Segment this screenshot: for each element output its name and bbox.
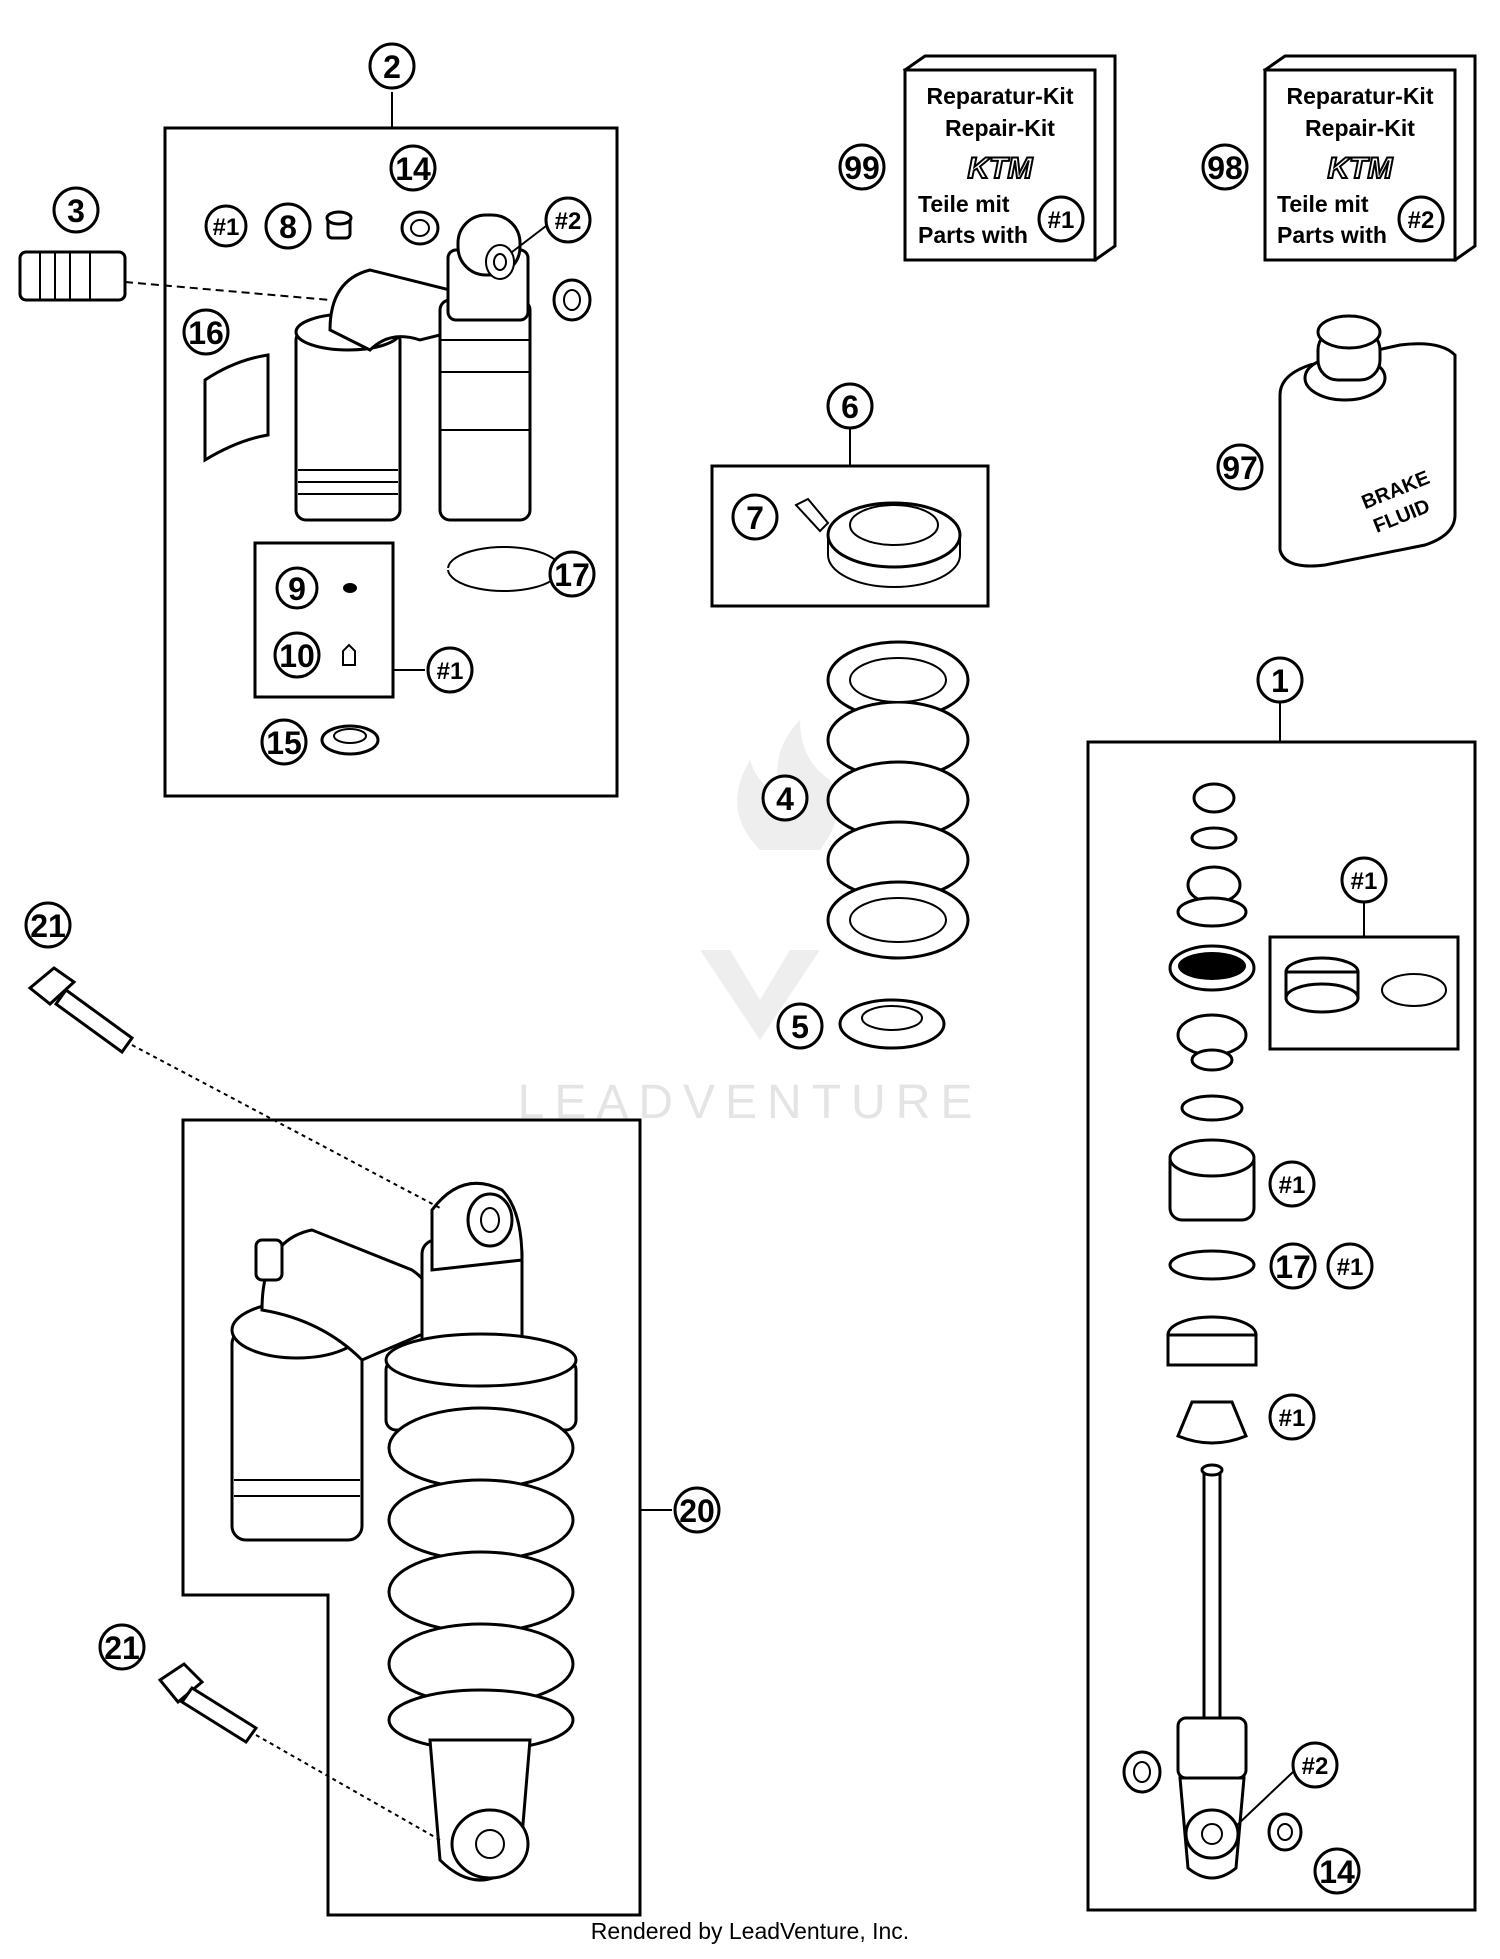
callout-7-circle bbox=[731, 493, 779, 541]
callout-9-circle bbox=[275, 566, 319, 610]
seal-15: 15 bbox=[260, 718, 380, 766]
callout-8: 8 bbox=[279, 209, 297, 245]
ring-17-top: 17 bbox=[447, 546, 596, 598]
svg-text:Repair-Kit: Repair-Kit bbox=[1305, 115, 1415, 141]
callout-6: 6 bbox=[841, 389, 859, 425]
ktm-logo: KTM bbox=[1328, 152, 1394, 185]
group-20-complete-shock: 20 bbox=[181, 1118, 721, 1917]
hash-1-bump: #1 bbox=[1279, 1405, 1306, 1432]
group-1-damper-rod-assembly: 1 #1 #1 17 #1 #1 bbox=[1086, 656, 1477, 1912]
callout-14a-circle bbox=[389, 144, 437, 192]
callout-21b-circle bbox=[98, 1623, 146, 1671]
svg-text:Parts with: Parts with bbox=[918, 222, 1028, 248]
brake-fluid-can-97: 97 BRAKE FLUID bbox=[1216, 314, 1457, 568]
hash-1-piston: #1 bbox=[1279, 1172, 1306, 1199]
callout-8-circle bbox=[264, 202, 312, 250]
svg-text:Teile mit: Teile mit bbox=[1277, 191, 1369, 217]
callout-5: 5 bbox=[791, 1009, 809, 1045]
hash-1-ring-circle bbox=[1326, 1242, 1374, 1290]
watermark-v-icon bbox=[700, 950, 820, 1040]
callout-21a-circle bbox=[24, 901, 72, 949]
callout-15: 15 bbox=[266, 725, 302, 761]
callout-4-circle bbox=[761, 774, 809, 822]
svg-text:#2: #2 bbox=[1408, 207, 1435, 234]
group-6-adjuster-ring: 6 7 bbox=[710, 382, 990, 608]
repair-kit-99: 99 Reparatur-Kit Repair-Kit KTM Teile mi… bbox=[838, 54, 1117, 262]
callout-99-circle bbox=[838, 143, 886, 191]
spring-retainer-5: 5 bbox=[776, 998, 946, 1050]
callout-3-circle bbox=[52, 186, 100, 234]
callout-97-circle bbox=[1216, 443, 1264, 491]
head-eye-2: #2 bbox=[511, 196, 592, 322]
callout-14a: 14 bbox=[395, 151, 431, 187]
callout-15-circle bbox=[260, 718, 308, 766]
callout-2: 2 bbox=[383, 49, 401, 85]
callout-21b: 21 bbox=[104, 1630, 140, 1666]
callout-17b: 17 bbox=[1275, 1249, 1311, 1285]
callout-2-circle bbox=[368, 42, 416, 90]
inner-kit-frame bbox=[253, 541, 395, 699]
shock-head bbox=[438, 213, 532, 522]
svg-text:#1: #1 bbox=[1048, 207, 1075, 234]
hash-2-top-circle bbox=[544, 196, 592, 244]
callout-17b-circle bbox=[1269, 1242, 1317, 1290]
cap-8: #1 8 bbox=[204, 202, 353, 250]
callout-7: 7 bbox=[746, 500, 764, 536]
svg-text:Teile mit: Teile mit bbox=[918, 191, 1010, 217]
callout-97: 97 bbox=[1222, 450, 1258, 486]
hash-2-top: #2 bbox=[555, 208, 582, 235]
hash-1-top: #1 bbox=[213, 214, 240, 241]
callout-17a: 17 bbox=[554, 557, 590, 593]
reservoir-body bbox=[294, 268, 465, 522]
callout-99: 99 bbox=[844, 150, 880, 186]
inner-kit-9-10: 9 10 #1 bbox=[253, 541, 474, 699]
callout-1: 1 bbox=[1271, 663, 1289, 699]
callout-5-circle bbox=[776, 1002, 824, 1050]
callout-4: 4 bbox=[776, 781, 794, 817]
callout-10: 10 bbox=[279, 638, 315, 674]
hash-1-inner-circle bbox=[426, 646, 474, 694]
piston-ring-kit-frame bbox=[1268, 935, 1460, 1051]
svg-text:Reparatur-Kit: Reparatur-Kit bbox=[1287, 83, 1434, 109]
callout-98-circle bbox=[1201, 143, 1249, 191]
repair-kit-98: 98 Reparatur-Kit Repair-Kit KTM Teile mi… bbox=[1201, 54, 1477, 262]
callout-9: 9 bbox=[288, 571, 306, 607]
callout-20-circle bbox=[673, 1486, 721, 1534]
callout-20: 20 bbox=[679, 1493, 715, 1529]
hash-1-top-circle bbox=[204, 204, 248, 248]
hash-2-eye-circle bbox=[1291, 1741, 1339, 1789]
group-20-frame bbox=[181, 1118, 642, 1917]
callout-98: 98 bbox=[1207, 150, 1243, 186]
callout-21a: 21 bbox=[30, 908, 66, 944]
hash-1-inner: #1 bbox=[437, 658, 464, 685]
svg-text:Parts with: Parts with bbox=[1277, 222, 1387, 248]
spring-4: 4 bbox=[761, 640, 970, 960]
svg-text:Reparatur-Kit: Reparatur-Kit bbox=[927, 83, 1074, 109]
callout-16: 16 bbox=[188, 315, 224, 351]
svg-text:Repair-Kit: Repair-Kit bbox=[945, 115, 1055, 141]
adjuster-3: 3 bbox=[18, 186, 331, 302]
hash-1-right-kit: #1 bbox=[1351, 868, 1378, 895]
callout-10-circle bbox=[273, 631, 321, 679]
label-16: 16 bbox=[182, 308, 270, 463]
seal-14-top: 14 bbox=[389, 144, 440, 246]
group-1-frame bbox=[1086, 740, 1477, 1912]
group-2-reservoir-assembly: 2 3 bbox=[18, 42, 619, 798]
hash-1-ring: #1 bbox=[1337, 1254, 1364, 1281]
ktm-logo: KTM bbox=[968, 152, 1034, 185]
callout-16-circle bbox=[182, 308, 230, 356]
footer-credit: Rendered by LeadVenture, Inc. bbox=[590, 1918, 910, 1944]
group-6-frame bbox=[710, 464, 990, 608]
bolt-21-upper: 21 bbox=[24, 901, 441, 1209]
callout-14b: 14 bbox=[1319, 1854, 1355, 1890]
callout-3: 3 bbox=[67, 193, 85, 229]
callout-14b-circle bbox=[1313, 1847, 1361, 1895]
hash-2-eye: #2 bbox=[1302, 1753, 1329, 1780]
callout-17a-circle bbox=[548, 550, 596, 598]
bolt-21-lower: 21 bbox=[98, 1623, 441, 1841]
hash-1-bump-circle bbox=[1268, 1393, 1316, 1441]
hash-1-piston-circle bbox=[1268, 1160, 1316, 1208]
